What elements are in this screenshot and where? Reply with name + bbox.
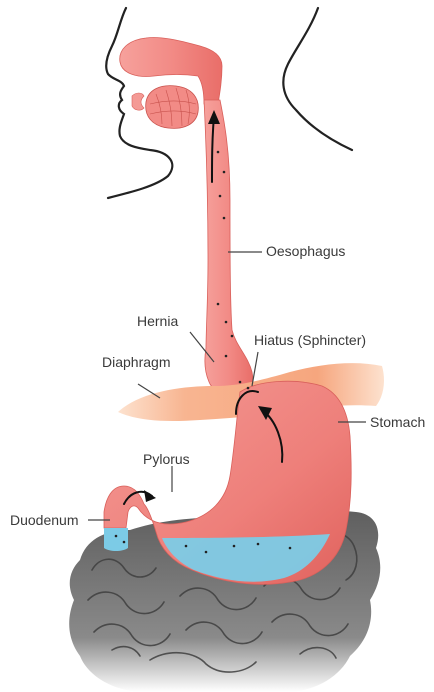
hiatus-label: Hiatus (Sphincter) (254, 332, 366, 348)
hernia-label: Hernia (137, 313, 178, 329)
duodenum-fluid (104, 528, 128, 551)
stomach-label: Stomach (370, 414, 425, 430)
lips (132, 93, 144, 110)
duodenum-label: Duodenum (10, 512, 79, 528)
diaphragm-label: Diaphragm (102, 354, 170, 370)
pylorus-label: Pylorus (143, 451, 190, 467)
oesophagus-label: Oesophagus (266, 243, 345, 259)
oesophagus-tube (204, 100, 253, 396)
